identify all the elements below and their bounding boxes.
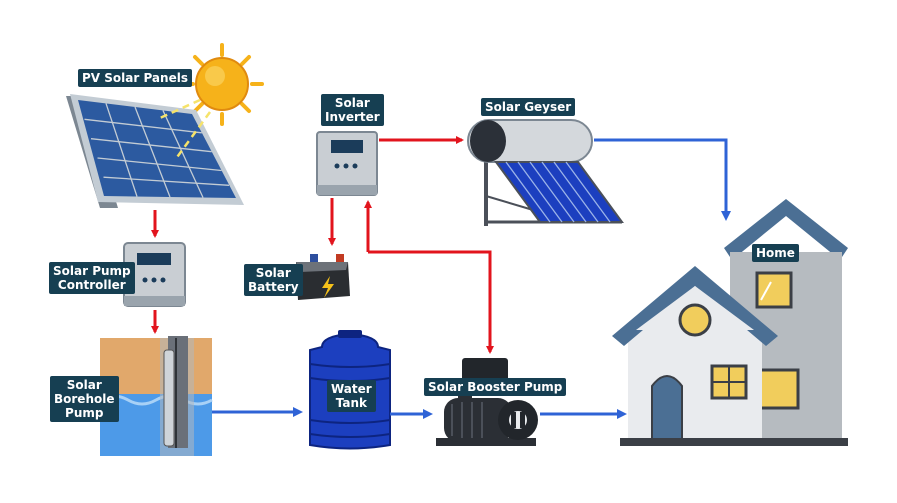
solar-inverter-icon — [316, 131, 378, 196]
label-solar-inverter: Solar Inverter — [321, 94, 384, 126]
label-solar-geyser: Solar Geyser — [481, 98, 576, 116]
label-solar-borehole-pump: Solar Borehole Pump — [50, 376, 119, 422]
borehole-icon — [99, 336, 213, 456]
label-solar-battery: Solar Battery — [244, 264, 303, 296]
label-solar-booster-pump: Solar Booster Pump — [424, 378, 567, 396]
booster-pump-icon — [436, 358, 538, 446]
electric-flow-arrows — [151, 136, 494, 354]
pv-solar-panel-icon — [66, 94, 244, 208]
arrow-geyser-to-home — [594, 138, 731, 221]
sun-icon — [181, 43, 264, 126]
arrow-inverter-to-booster-pump — [368, 250, 494, 354]
water-flow-arrows — [212, 138, 731, 419]
label-water-tank: Water Tank — [327, 380, 376, 412]
solar-geyser-icon — [467, 119, 624, 226]
solar-pump-controller-icon — [123, 242, 186, 307]
label-home: Home — [752, 244, 799, 262]
home-icon — [612, 199, 848, 446]
label-pv-solar-panels: PV Solar Panels — [78, 69, 192, 87]
label-solar-pump-controller: Solar Pump Controller — [49, 262, 135, 294]
battery-icon — [296, 254, 350, 300]
